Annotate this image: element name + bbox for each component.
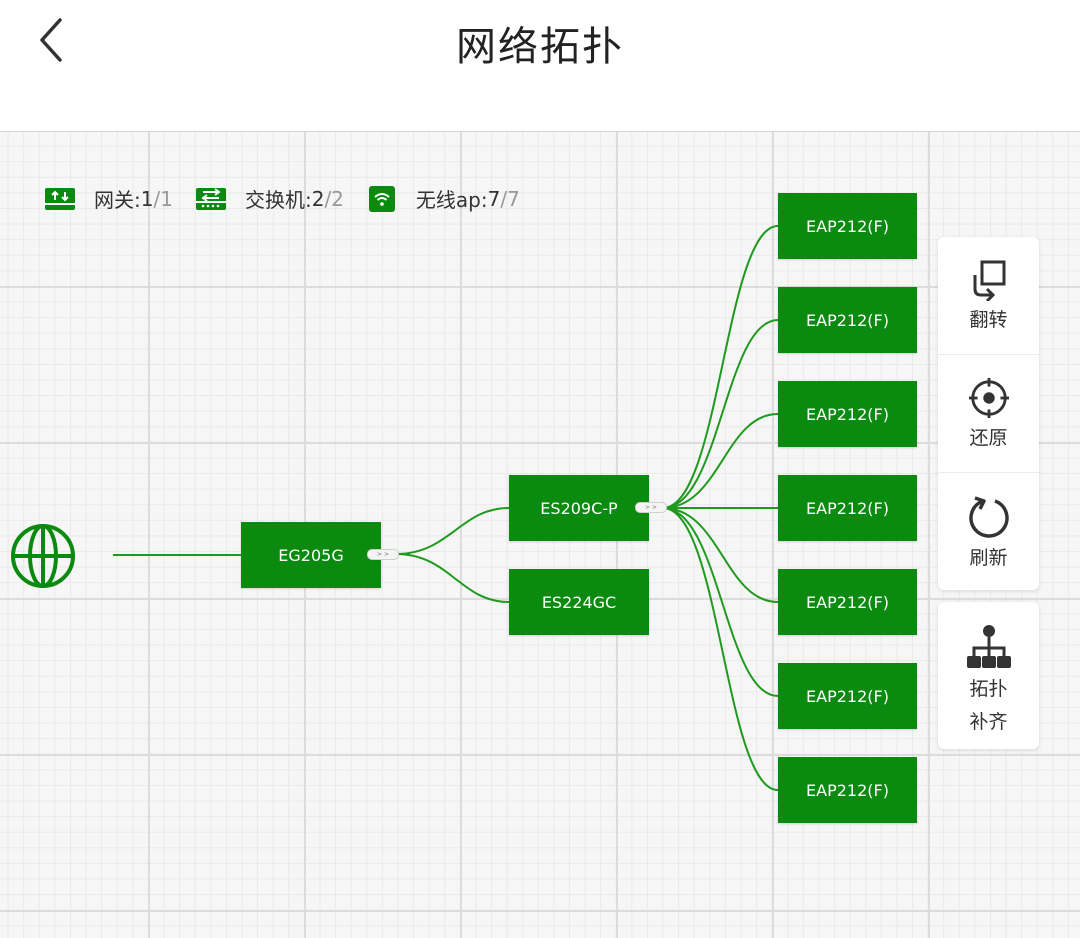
ap-node[interactable]: EAP212(F) — [778, 381, 917, 447]
switch-node-label: ES209C-P — [540, 498, 618, 518]
legend-ap-online: 7 — [487, 186, 501, 211]
link-gateway-es224 — [395, 553, 510, 603]
ap-node-label: EAP212(F) — [806, 404, 889, 424]
ap-node[interactable]: EAP212(F) — [778, 569, 917, 635]
topology-canvas[interactable]: 网关:1/1 交换机:2/2 无线ap:7/7 — [0, 131, 1080, 938]
flip-button[interactable]: 翻转 — [938, 237, 1039, 355]
switch-node-label: ES224GC — [541, 592, 617, 612]
ap-node[interactable]: EAP212(F) — [778, 193, 917, 259]
flip-label: 翻转 — [969, 309, 1008, 331]
legend-switch-online: 2 — [311, 186, 325, 211]
globe-icon[interactable] — [10, 523, 76, 589]
legend-gateway-total: /1 — [153, 186, 173, 211]
legend-ap-total: /7 — [500, 186, 520, 211]
legend-gateway-label: 网关: — [94, 188, 141, 212]
ap-node[interactable]: EAP212(F) — [778, 757, 917, 823]
app-header: 网络拓扑 — [0, 0, 1080, 131]
ap-node-label: EAP212(F) — [806, 216, 889, 236]
ap-node-label: EAP212(F) — [806, 780, 889, 800]
restore-button[interactable]: 还原 — [938, 355, 1039, 473]
ap-node[interactable]: EAP212(F) — [778, 287, 917, 353]
link-gateway-es209 — [395, 507, 510, 555]
link-ap-6 — [662, 507, 779, 697]
ap-node-label: EAP212(F) — [806, 592, 889, 612]
ap-node[interactable]: EAP212(F) — [778, 663, 917, 729]
gateway-icon — [45, 187, 75, 210]
legend-switch-label: 交换机: — [244, 188, 312, 212]
switch-icon — [195, 187, 226, 210]
device-legend: 网关:1/1 交换机:2/2 无线ap:7/7 — [44, 184, 542, 213]
restore-label: 还原 — [969, 427, 1008, 449]
ap-node-label: EAP212(F) — [806, 498, 889, 518]
page-title: 网络拓扑 — [456, 24, 624, 70]
legend-gateway: 网关:1/1 — [44, 184, 173, 213]
link-ap-1 — [662, 225, 779, 509]
gateway-node[interactable]: EG205G > > — [241, 522, 399, 588]
chevron-left-icon — [40, 18, 62, 62]
refresh-icon — [968, 496, 1009, 538]
ap-node[interactable]: EAP212(F) — [778, 475, 917, 541]
topology-complete-toolbar: 拓扑 补齐 — [938, 602, 1039, 749]
link-ap-3 — [662, 413, 779, 509]
legend-gateway-online: 1 — [140, 186, 154, 211]
flip-icon — [973, 260, 1005, 301]
ap-node-label: EAP212(F) — [806, 686, 889, 706]
refresh-button[interactable]: 刷新 — [938, 473, 1039, 590]
complete-label-line1: 拓扑 — [969, 678, 1008, 700]
link-ap-2 — [662, 319, 779, 509]
complete-topology-button[interactable]: 拓扑 补齐 — [938, 602, 1039, 749]
switch-port-toggle[interactable]: > > — [635, 502, 667, 513]
complete-label-line2: 补齐 — [969, 711, 1008, 733]
target-icon — [968, 377, 1009, 419]
refresh-label: 刷新 — [969, 547, 1008, 569]
legend-switch: 交换机:2/2 — [195, 184, 344, 213]
switch-node-es224[interactable]: ES224GC — [509, 569, 649, 635]
hierarchy-icon — [966, 625, 1011, 668]
topology-links — [113, 225, 779, 791]
link-ap-5 — [662, 507, 779, 603]
switch-node-es209[interactable]: ES209C-P > > — [509, 475, 667, 541]
gateway-port-toggle[interactable]: > > — [367, 549, 399, 560]
ap-node-label: EAP212(F) — [806, 310, 889, 330]
legend-ap-label: 无线ap: — [415, 188, 488, 212]
legend-switch-total: /2 — [324, 186, 344, 211]
wireless-ap-icon — [368, 185, 395, 212]
legend-ap: 无线ap:7/7 — [366, 184, 520, 213]
back-button[interactable] — [28, 10, 78, 70]
view-toolbar: 翻转 还原 刷新 — [938, 237, 1039, 590]
link-ap-7 — [662, 507, 779, 791]
gateway-node-label: EG205G — [278, 545, 344, 565]
